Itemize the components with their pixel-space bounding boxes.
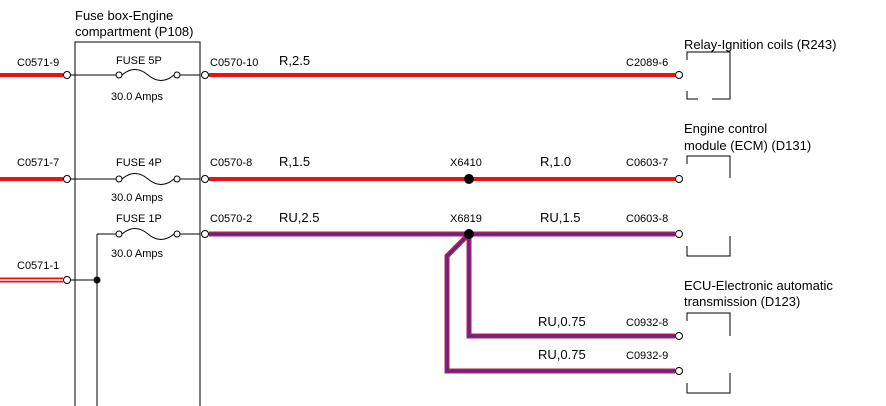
fuse-5p-terminal-right bbox=[173, 71, 181, 79]
connector-pin bbox=[201, 71, 209, 79]
wire-label-ru-1-5: RU,1.5 bbox=[540, 210, 580, 225]
connector-pin bbox=[63, 175, 71, 183]
wire-label-ru-0-75-b: RU,0.75 bbox=[538, 347, 586, 362]
splice-label-x6410: X6410 bbox=[450, 157, 482, 169]
connector-label-c2089-6: C2089-6 bbox=[626, 57, 668, 69]
component-relay-ignition-coils: Relay-Ignition coils (R243) bbox=[684, 37, 836, 52]
fuse-box-title-line1: Fuse box-Engine bbox=[75, 8, 173, 23]
fuse-1p-terminal-right bbox=[173, 230, 181, 238]
wire-label-ru-0-75-a: RU,0.75 bbox=[538, 314, 586, 329]
wire-label-r-1-0: R,1.0 bbox=[540, 154, 571, 169]
connector-label-c0603-7: C0603-7 bbox=[626, 157, 668, 169]
fuse-1p-symbol bbox=[121, 228, 175, 240]
connector-label-c0570-10: C0570-10 bbox=[210, 57, 258, 69]
fuse-4p-symbol bbox=[121, 173, 175, 185]
component-ecu-line1: ECU-Electronic automatic bbox=[684, 278, 833, 293]
connector-pin bbox=[63, 276, 71, 284]
wire-label-r-1-5: R,1.5 bbox=[279, 154, 310, 169]
fuse-5p-terminal-left bbox=[115, 71, 123, 79]
component-ecu-line2: transmission (D123) bbox=[684, 294, 800, 309]
connector-pin bbox=[675, 367, 683, 375]
connector-label-c0603-8: C0603-8 bbox=[626, 213, 668, 225]
fuse-1p-terminal-left bbox=[115, 230, 123, 238]
fuse-5p-name: FUSE 5P bbox=[116, 55, 162, 67]
ecm-connector-housing-top bbox=[686, 155, 731, 178]
fuse-4p-name: FUSE 4P bbox=[116, 157, 162, 169]
connector-pin bbox=[675, 230, 683, 238]
connector-pin bbox=[63, 71, 71, 79]
fuse-4p-terminal-left bbox=[115, 175, 123, 183]
connector-pin bbox=[675, 332, 683, 340]
wire-ru-0-75-b-inner bbox=[445, 233, 675, 373]
connector-pin bbox=[675, 175, 683, 183]
ecm-connector-housing-bottom bbox=[686, 236, 731, 257]
connector-label-c0571-9: C0571-9 bbox=[17, 57, 59, 69]
fuse-4p-rating: 30.0 Amps bbox=[111, 192, 163, 204]
fuse-1p-name: FUSE 1P bbox=[116, 213, 162, 225]
ecu-connector-housing-bottom bbox=[686, 373, 731, 394]
fuse-1p-rating: 30.0 Amps bbox=[111, 248, 163, 260]
fuse-box-title-line2: compartment (P108) bbox=[75, 24, 194, 39]
splice-x6819 bbox=[464, 229, 474, 239]
relay-connector-housing bbox=[686, 51, 731, 100]
fuse-5p-symbol bbox=[121, 69, 175, 81]
component-ecm-line1: Engine control bbox=[684, 121, 767, 136]
fuse-box-outline bbox=[74, 41, 201, 406]
wire-label-ru-2-5: RU,2.5 bbox=[279, 210, 319, 225]
connector-pin bbox=[201, 175, 209, 183]
connector-pin bbox=[201, 230, 209, 238]
connector-label-c0570-8: C0570-8 bbox=[210, 157, 252, 169]
wire-ru-0-75-a-inner bbox=[467, 234, 675, 338]
wire-label-r-2-5: R,2.5 bbox=[279, 53, 310, 68]
connector-label-c0571-7: C0571-7 bbox=[17, 157, 59, 169]
connector-label-c0932-8: C0932-8 bbox=[626, 317, 668, 329]
connector-label-c0570-2: C0570-2 bbox=[210, 213, 252, 225]
fuse-4p-terminal-right bbox=[173, 175, 181, 183]
fuse-5p-rating: 30.0 Amps bbox=[111, 91, 163, 103]
connector-pin bbox=[675, 71, 683, 79]
component-ecm-line2: module (ECM) (D131) bbox=[684, 138, 811, 153]
ecu-connector-housing-top bbox=[686, 312, 731, 336]
splice-x6410 bbox=[464, 174, 474, 184]
splice-label-x6819: X6819 bbox=[450, 213, 482, 225]
connector-label-c0932-9: C0932-9 bbox=[626, 350, 668, 362]
connector-label-c0571-1: C0571-1 bbox=[17, 260, 59, 272]
